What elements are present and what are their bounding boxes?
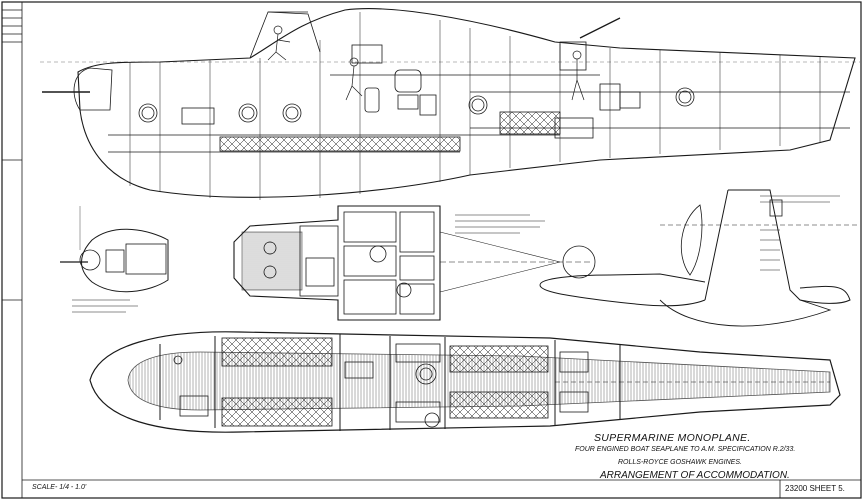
drawing-spec: FOUR ENGINED BOAT SEAPLANE TO A.M. SPECI… <box>575 446 796 453</box>
canopy-outline <box>249 11 321 59</box>
bow-plan <box>60 206 169 293</box>
drawing-title: SUPERMARINE MONOPLANE. <box>594 432 751 444</box>
upper-deck-plan <box>233 205 596 321</box>
drawing-number: 23200 SHEET 5. <box>785 484 845 493</box>
drawing-engines: ROLLS-ROYCE GOSHAWK ENGINES. <box>618 459 742 466</box>
drawing-scale: SCALE- 1/4 - 1.0' <box>32 484 87 491</box>
drawing-arrangement: ARRANGEMENT OF ACCOMMODATION. <box>600 470 790 481</box>
lower-hull-outline <box>89 331 841 433</box>
tail-view <box>539 189 860 327</box>
portholes <box>138 87 695 123</box>
hull-outline <box>77 8 856 198</box>
lower-deck-plan <box>89 331 841 433</box>
annotation-marks <box>72 195 840 313</box>
side-elevation <box>40 8 860 200</box>
bow-turret <box>73 67 113 111</box>
